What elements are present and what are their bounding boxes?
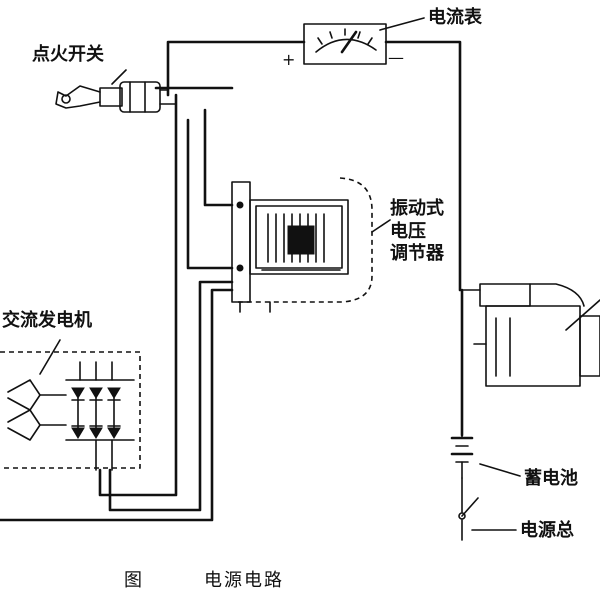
ammeter-minus-sign: —	[388, 48, 404, 67]
voltage-regulator-symbol	[231, 177, 373, 313]
alternator-label: 交流发电机	[2, 310, 92, 331]
starter-motor-symbol	[461, 283, 600, 387]
ignition-switch-label: 点火开关	[32, 44, 104, 65]
ammeter-symbol	[295, 23, 395, 65]
ignition-switch-symbol	[55, 81, 177, 113]
alternator-symbol	[0, 339, 141, 471]
ammeter-plus-sign: +	[282, 50, 296, 69]
battery-label: 蓄电池	[524, 468, 578, 489]
regulator-label-line-2: 电压	[390, 220, 426, 242]
figure-label: 图	[124, 570, 142, 591]
regulator-label-line-3: 调节器	[390, 243, 444, 264]
ammeter-label: 电流表	[428, 7, 482, 28]
master-switch-symbol	[458, 477, 517, 541]
wiring	[0, 40, 464, 522]
regulator-label-line-1: 振动式	[390, 198, 444, 219]
regulator-label: 振动式 电压 调节器	[390, 198, 444, 266]
master-switch-label: 电源总	[520, 520, 574, 541]
battery-symbol	[450, 429, 521, 479]
figure-title: 电源电路	[204, 570, 284, 591]
leader-lines	[111, 17, 425, 233]
